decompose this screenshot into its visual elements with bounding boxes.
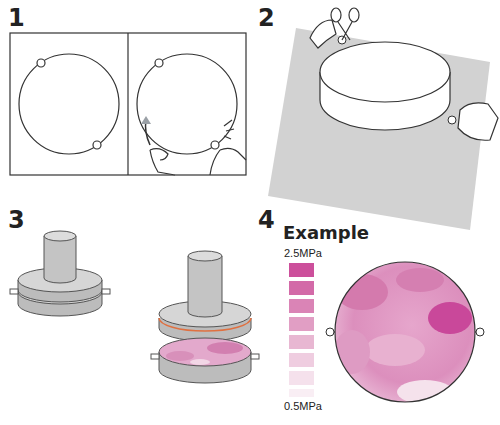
example-heading: Example bbox=[283, 224, 369, 242]
scale-max-label: 2.5MPa bbox=[284, 248, 322, 259]
panel-four bbox=[289, 262, 484, 404]
panel-three bbox=[10, 231, 259, 383]
scale-min-label: 0.5MPa bbox=[284, 401, 322, 412]
color-scale bbox=[289, 263, 314, 397]
panel-two bbox=[268, 8, 498, 230]
step-number: 1 bbox=[8, 6, 25, 30]
step-number: 2 bbox=[258, 6, 275, 30]
step-number: 4 bbox=[258, 208, 275, 232]
step-number: 3 bbox=[8, 208, 25, 232]
panel-one bbox=[10, 33, 246, 175]
